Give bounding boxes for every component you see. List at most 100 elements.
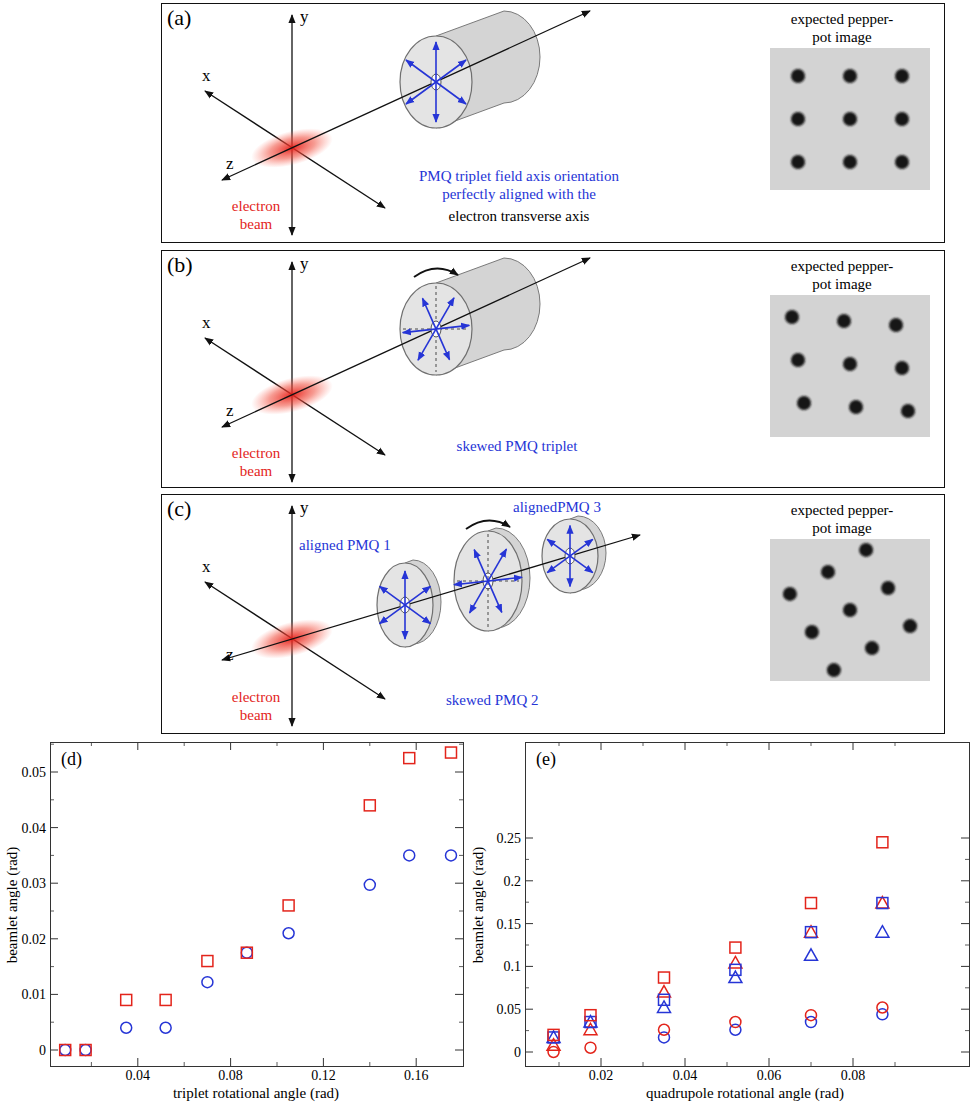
beamlet-spot	[843, 69, 857, 83]
data-point-square	[364, 800, 375, 811]
pepper-pot-screen	[770, 295, 930, 437]
tick-mark	[811, 1062, 812, 1066]
beamlet-spot	[791, 155, 805, 169]
beam-label: electron beam	[224, 197, 288, 233]
tick-mark	[601, 1058, 602, 1066]
tick-mark	[50, 1050, 58, 1051]
plot-frame: (e)	[525, 742, 970, 1067]
tick-mark	[184, 1062, 185, 1066]
tick-mark	[323, 742, 324, 750]
tick-label: 0.04	[673, 1068, 698, 1083]
image-caption: expected pepper-pot image	[783, 501, 901, 537]
tick-label: 0	[514, 1045, 521, 1060]
data-point-circle	[659, 1024, 670, 1035]
tick-label: 0.16	[404, 1068, 429, 1083]
tick-mark	[525, 1052, 533, 1053]
data-point-square	[121, 994, 132, 1005]
tick-label: 0.05	[22, 765, 47, 780]
tick-mark	[459, 799, 463, 800]
beamlet-spot	[881, 581, 895, 595]
beamlet-spot	[827, 663, 841, 677]
tick-mark	[961, 966, 969, 967]
magnet-face	[400, 283, 472, 375]
tick-mark	[455, 827, 463, 828]
beamlet-spot	[895, 155, 909, 169]
tick-mark	[277, 1062, 278, 1066]
field-axis-arrow	[403, 325, 470, 332]
tick-mark	[525, 838, 533, 839]
tick-mark	[455, 938, 463, 939]
magnet-note: PMQ triplet field axis orientation perfe…	[394, 167, 644, 203]
beamlet-spot	[785, 310, 799, 324]
beamlet-spot	[791, 112, 805, 126]
tick-mark	[961, 880, 969, 881]
tick-mark	[525, 880, 533, 881]
tick-mark	[455, 1050, 463, 1051]
data-point-triangle	[805, 926, 818, 938]
beamlet-spot	[843, 357, 857, 371]
data-point-circle	[404, 850, 415, 861]
data-point-circle	[60, 1045, 71, 1056]
magnet-face	[400, 36, 472, 128]
axis-title: quadrupole rotational angle (rad)	[646, 1085, 844, 1101]
tick-label: 0.06	[757, 1068, 782, 1083]
beamlet-spot	[889, 318, 903, 332]
tick-mark	[459, 966, 463, 967]
data-point-circle	[585, 1042, 596, 1053]
axis-letter: z	[226, 645, 234, 665]
tick-label: 0.02	[589, 1068, 614, 1083]
tick-label: 0.08	[218, 1068, 243, 1083]
axis-letter: z	[226, 401, 234, 421]
tick-mark	[459, 855, 463, 856]
axis-letter: y	[300, 498, 309, 518]
tick-mark	[525, 966, 533, 967]
beamlet-spot	[903, 619, 917, 633]
data-point-square	[548, 1032, 559, 1043]
data-point-triangle	[876, 926, 889, 938]
panel: (b)yxzelectron beamskewed PMQ tripletexp…	[161, 250, 945, 488]
tick-label: 0.2	[504, 873, 522, 888]
tick-label: 0.15	[497, 916, 522, 931]
data-point-triangle	[584, 1023, 597, 1035]
beamlet-spot	[859, 543, 873, 557]
tick-mark	[50, 938, 58, 939]
tick-mark	[525, 923, 533, 924]
beamlet-spot	[797, 396, 811, 410]
beamlet-spot	[865, 641, 879, 655]
tick-mark	[769, 742, 770, 750]
beamlet-spot	[791, 353, 805, 367]
data-point-square	[446, 747, 457, 758]
data-point-circle	[241, 947, 252, 958]
axis-letter: x	[202, 313, 211, 333]
tick-mark	[895, 1062, 896, 1066]
data-point-square	[160, 994, 171, 1005]
z-axis	[222, 258, 590, 427]
magnet-label: skewed PMQ triplet	[447, 437, 587, 455]
data-point-circle	[202, 977, 213, 988]
beam-label: electron beam	[224, 688, 288, 724]
beamlet-spot	[837, 314, 851, 328]
tick-label: 0.08	[841, 1068, 866, 1083]
axis-letter: z	[226, 154, 234, 174]
image-caption: expected pepper-pot image	[783, 10, 901, 46]
panel-letter: (b)	[167, 252, 193, 278]
data-point-triangle	[658, 986, 671, 998]
panel-letter: (c)	[167, 496, 191, 522]
data-point-triangle	[805, 949, 818, 961]
tick-mark	[50, 883, 58, 884]
data-point-triangle	[876, 897, 889, 909]
tick-mark	[601, 742, 602, 750]
magnet-face	[542, 519, 598, 593]
beamlet-spot	[821, 565, 835, 579]
tick-mark	[137, 742, 138, 750]
tick-label: 0.05	[497, 1002, 522, 1017]
tick-mark	[965, 859, 969, 860]
tick-label: 0.02	[22, 931, 47, 946]
tick-mark	[50, 772, 58, 773]
y-axis	[291, 262, 292, 482]
tick-mark	[965, 945, 969, 946]
axis-letter: y	[300, 254, 309, 274]
tick-mark	[230, 1058, 231, 1066]
tick-label: 0.1	[504, 959, 522, 974]
data-point-circle	[806, 1010, 817, 1021]
